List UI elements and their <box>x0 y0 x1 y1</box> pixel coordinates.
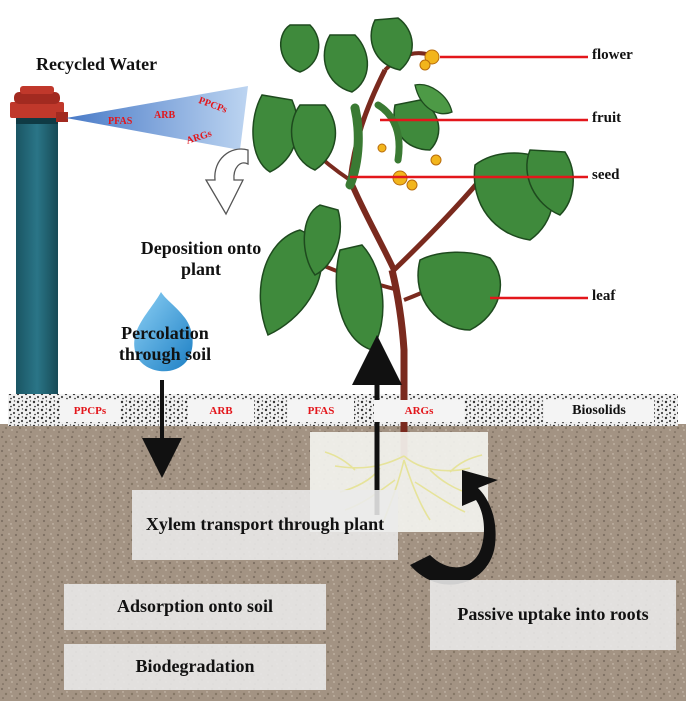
label-deposition: Deposition onto plant <box>138 238 264 279</box>
box-passive-uptake: Passive uptake into roots <box>430 580 676 650</box>
label-leaf: leaf <box>592 288 615 305</box>
band-contaminant-args: ARGs <box>374 400 464 422</box>
label-percolation: Percolation through soil <box>100 323 230 364</box>
title-recycled-water: Recycled Water <box>36 54 196 75</box>
band-contaminant-pfas: PFAS <box>288 400 354 422</box>
label-seed: seed <box>592 167 620 184</box>
box-xylem-transport: Xylem transport through plant <box>132 490 398 560</box>
cone-contaminant-arb: ARB <box>154 110 175 121</box>
box-adsorption: Adsorption onto soil <box>64 584 326 630</box>
band-contaminant-arb: ARB <box>188 400 254 422</box>
box-biodegradation: Biodegradation <box>64 644 326 690</box>
plant-illustration <box>253 18 573 460</box>
label-biosolids: Biosolids <box>544 400 654 422</box>
cone-contaminant-pfas: PFAS <box>108 116 132 127</box>
band-contaminant-ppcps: PPCPs <box>60 400 120 422</box>
sprinkler-pipe <box>10 86 68 394</box>
label-fruit: fruit <box>592 110 621 127</box>
deposition-arrow-icon <box>206 149 248 214</box>
label-flower: flower <box>592 47 633 64</box>
